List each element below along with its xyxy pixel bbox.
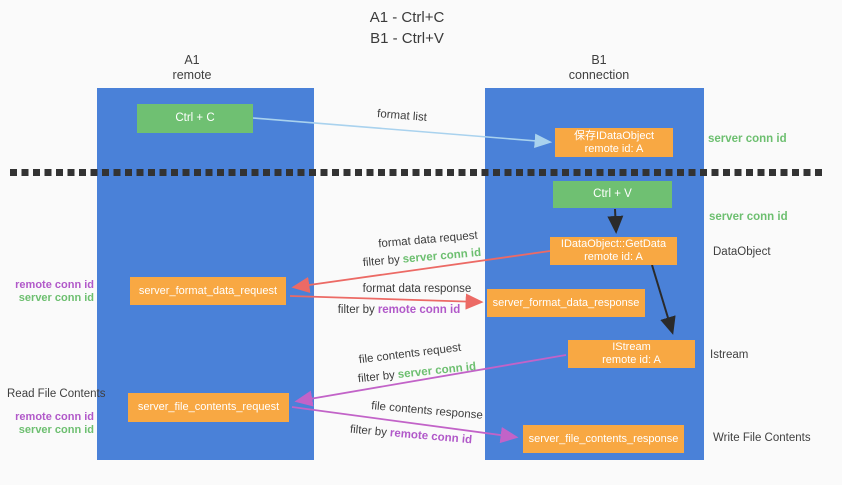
istream-line1: IStream [612,341,651,353]
filter-by-text: filter by [362,253,401,270]
istream-line2: remote id: A [602,354,661,366]
save-idataobject-line2: remote id: A [584,142,644,155]
lane-header-b1: B1 connection [519,53,679,83]
filter-by-text: filter by [349,423,388,439]
node-server-file-contents-request: server_file_contents_request [128,393,289,422]
annotation-server-conn-id-left-2: server conn id [18,424,94,436]
node-server-format-data-request: server_format_data_request [130,277,286,305]
node-idataobject-getdata: IDataObject::GetData remote id: A [550,237,677,265]
annotation-server-conn-id-left-1: server conn id [18,292,94,304]
idataobject-getdata-line2: remote id: A [584,251,643,263]
annotation-server-conn-id-top: server conn id [708,133,787,145]
ctrl-v-label: Ctrl + V [593,188,632,200]
lane-a1-name: A1 [184,53,200,67]
server-conn-id-text: server conn id [397,360,477,381]
annotation-write-file-contents: Write File Contents [713,432,811,444]
phase-divider-dotted-line [10,169,823,176]
label-format-data-response: format data response [362,283,472,295]
filter-by-text: filter by [337,304,375,316]
title-line-1: A1 - Ctrl+C [369,9,445,26]
lane-header-a1: A1 remote [112,53,272,83]
label-file-contents-response: file contents response [370,400,484,422]
node-server-file-contents-response: server_file_contents_response [523,425,684,453]
save-idataobject-line1: 保存IDataObject [573,129,655,142]
annotation-dataobject: DataObject [713,246,771,258]
node-server-format-data-response: server_format_data_response [487,289,645,317]
ctrl-c-label: Ctrl + C [175,112,215,124]
node-istream: IStream remote id: A [568,340,695,368]
lane-a1-role: remote [172,68,212,82]
remote-conn-id-text: remote conn id [377,304,461,316]
arrow-format-data-response [289,293,484,310]
remote-conn-id-text: remote conn id [389,427,473,447]
idataobject-getdata-line1: IDataObject::GetData [560,238,667,250]
title-line-2: B1 - Ctrl+V [370,30,444,47]
diagram-title: A1 - Ctrl+C B1 - Ctrl+V [287,7,527,49]
lane-b1-name: B1 [591,53,607,67]
filter-by-text: filter by [357,369,396,386]
annotation-read-file-contents: Read File Contents [7,388,106,400]
annotation-istream: Istream [710,349,749,361]
node-ctrl-c: Ctrl + C [137,104,253,133]
annotation-remote-conn-id-2: remote conn id [15,411,94,423]
annotation-server-conn-id-mid: server conn id [709,211,788,223]
server-format-data-response-label: server_format_data_response [492,296,640,309]
server-file-contents-request-label: server_file_contents_request [137,401,280,413]
server-format-data-request-label: server_format_data_request [138,284,278,297]
node-save-idataobject: 保存IDataObject remote id: A [555,128,673,157]
annotation-remote-conn-id-1: remote conn id [15,279,94,291]
server-conn-id-text: server conn id [402,246,482,266]
server-file-contents-response-label: server_file_contents_response [528,432,679,445]
label-format-list: format list [376,108,428,124]
lane-b1-role: connection [568,68,630,82]
node-ctrl-v: Ctrl + V [553,181,672,208]
